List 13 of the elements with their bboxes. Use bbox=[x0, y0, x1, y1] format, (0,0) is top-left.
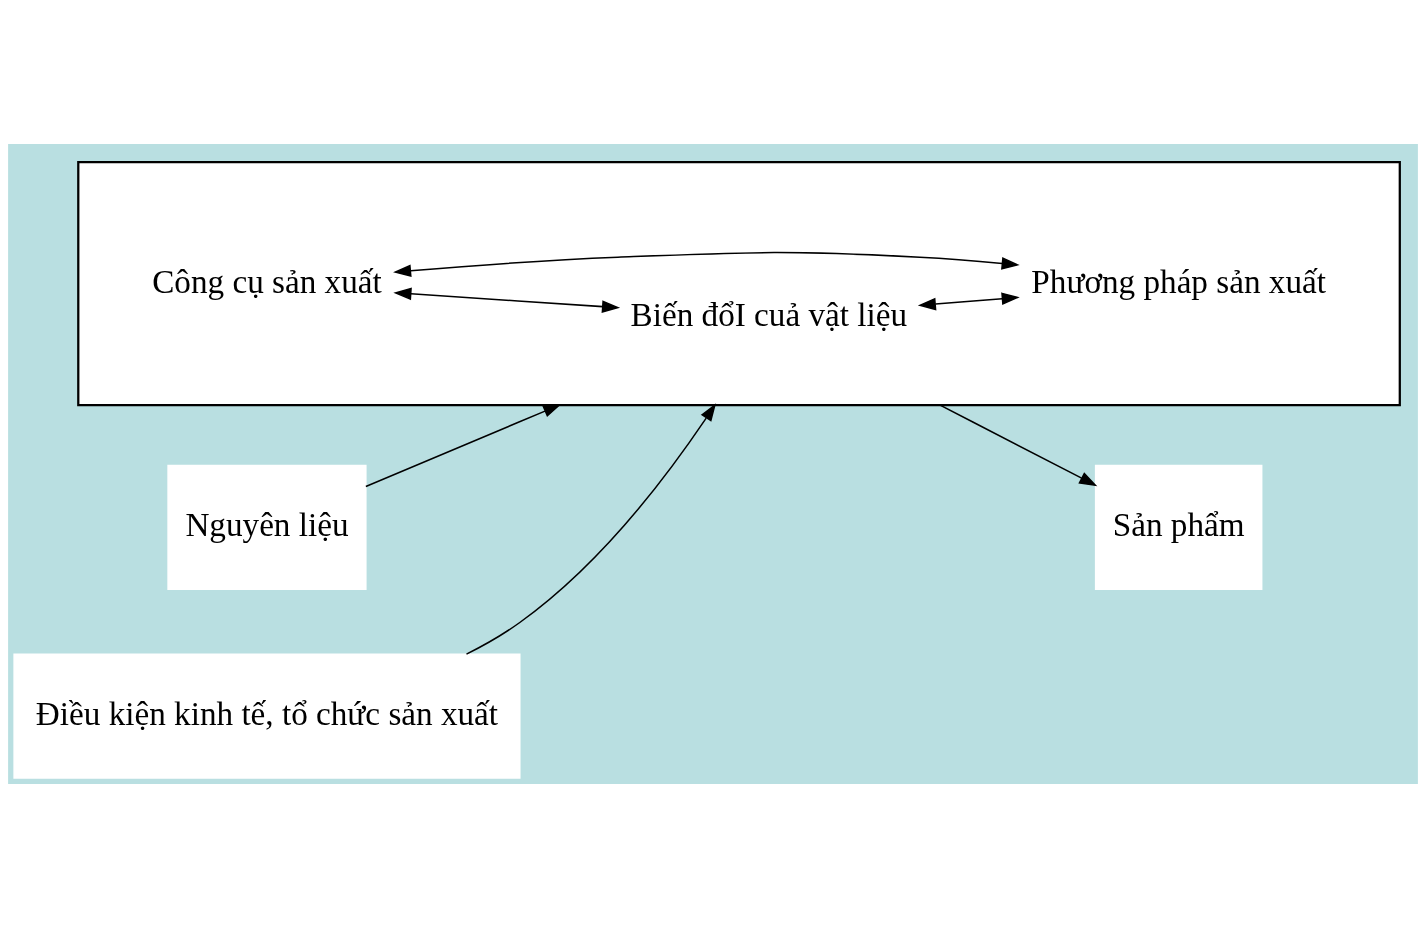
node-box: Điều kiện kinh tế, tổ chức sản xuất bbox=[13, 653, 521, 779]
arrow bbox=[365, 404, 562, 488]
node-text: Phương pháp sản xuất bbox=[1031, 262, 1326, 300]
arrow bbox=[939, 404, 1098, 487]
node-text: Biến đổI cuả vật liệu bbox=[630, 296, 908, 334]
arrow bbox=[465, 403, 717, 655]
node-box: Sản phẩm bbox=[1094, 464, 1263, 591]
cluster bbox=[77, 161, 1401, 407]
node-text: Công cụ sản xuất bbox=[152, 262, 382, 300]
node-box: Nguyên liệu bbox=[167, 464, 367, 591]
arrow bbox=[917, 292, 1020, 311]
arrow bbox=[393, 287, 621, 313]
arrow bbox=[393, 251, 1020, 278]
